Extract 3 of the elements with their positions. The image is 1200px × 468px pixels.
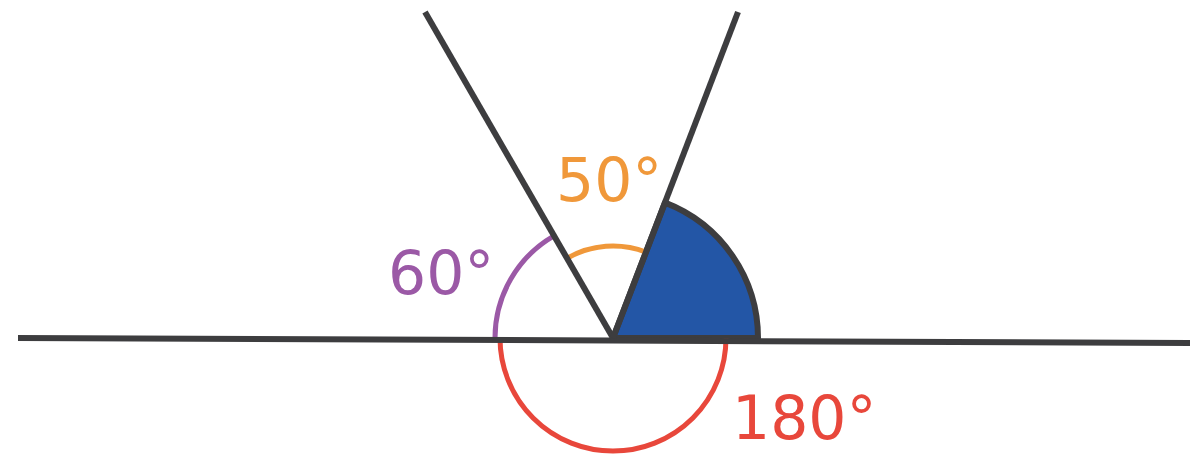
angle-label: 50° [556,150,663,210]
angle-label: 180° [732,388,877,448]
angle-label: 60° [388,243,495,303]
